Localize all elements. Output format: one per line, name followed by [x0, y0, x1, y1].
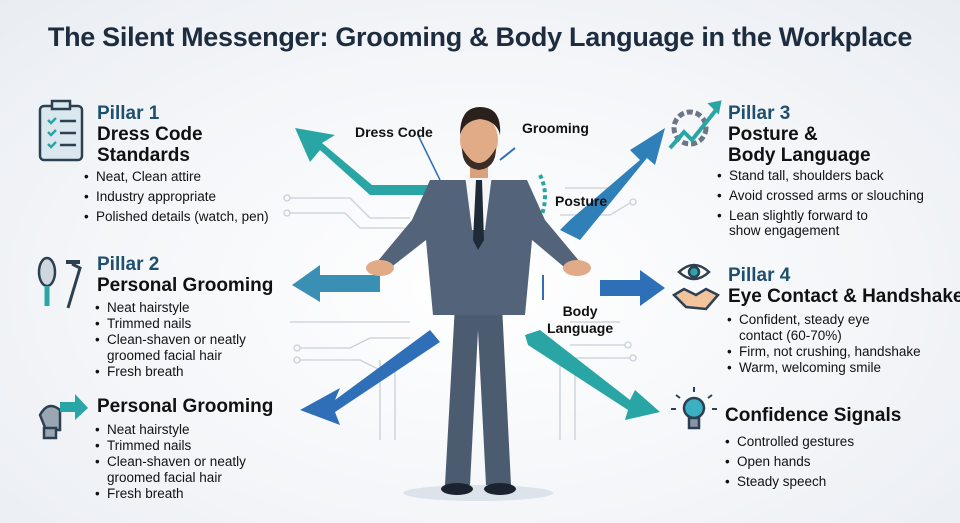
label-body-language: Body Language — [547, 303, 613, 337]
pillar-label: Pillar 4 — [728, 265, 791, 286]
bullet: Firm, not crushing, handshake — [727, 344, 947, 360]
label-posture: Posture — [555, 193, 608, 209]
lightbulb-icon — [671, 387, 717, 430]
bullet: Stand tall, shoulders back — [717, 168, 947, 184]
businessman-figure — [366, 107, 591, 501]
confidence-signals-bullets: Controlled gestures Open hands Steady sp… — [725, 434, 854, 494]
pillar-heading: Dress Code — [97, 124, 203, 145]
pillar-2-bullets: Neat hairstyle Trimmed nails Clean-shave… — [95, 300, 275, 380]
pillar-heading: Body Language — [728, 145, 871, 166]
gear-growth-icon — [668, 100, 722, 150]
bullet: Lean slightly forward to show engagement — [717, 208, 887, 238]
label-grooming: Grooming — [522, 120, 589, 136]
pillar-1-bullets: Neat, Clean attire Industry appropriate … — [84, 169, 269, 229]
pillar-heading: Eye Contact & Handshake — [728, 286, 960, 307]
bullet: Trimmed nails — [95, 438, 275, 454]
personal-grooming-bullets: Neat hairstyle Trimmed nails Clean-shave… — [95, 422, 275, 502]
pillar-3: Pillar 3 Posture & Body Language — [728, 103, 871, 167]
bullet: Neat hairstyle — [95, 300, 275, 316]
bullet: Clean-shaven or neatly groomed facial ha… — [95, 332, 275, 364]
eye-handshake-icon — [671, 263, 720, 311]
pillar-1: Pillar 1 Dress Code Standards — [97, 103, 203, 167]
arrow-dress-code — [295, 128, 430, 195]
arrow-posture — [560, 128, 665, 240]
label-line: Body — [562, 303, 598, 319]
bullet: Fresh breath — [95, 364, 275, 380]
pillar-2: Pillar 2 Personal Grooming — [97, 254, 274, 297]
arrow-grooming-left — [292, 265, 380, 302]
bullet: Industry appropriate — [84, 189, 269, 205]
pillar-label: Pillar 2 — [97, 254, 160, 275]
label-dress-code: Dress Code — [355, 124, 433, 140]
bullet: Open hands — [725, 454, 854, 470]
bullet: Steady speech — [725, 474, 854, 490]
bullet: Clean-shaven or neatly groomed facial ha… — [95, 454, 275, 486]
hair-arrow-icon — [38, 394, 88, 440]
bullet: Neat, Clean attire — [84, 169, 269, 185]
pillar-label: Pillar 1 — [97, 103, 160, 124]
bullet: Polished details (watch, pen) — [84, 209, 269, 225]
bullet: Neat hairstyle — [95, 422, 275, 438]
bullet: Confident, steady eye contact (60-70%) — [727, 312, 887, 344]
arrow-third-left — [300, 330, 440, 425]
confidence-signals-heading: Confidence Signals — [725, 405, 902, 426]
clipboard-checklist-icon — [38, 99, 84, 162]
pillar-heading: Standards — [97, 145, 190, 166]
arrow-eye-contact — [600, 270, 665, 306]
bullet: Trimmed nails — [95, 316, 275, 332]
grooming-pointer — [499, 147, 516, 161]
pillar-heading: Posture & — [728, 124, 818, 145]
personal-grooming-heading: Personal Grooming — [97, 396, 274, 417]
page-title: The Silent Messenger: Grooming & Body La… — [47, 22, 913, 52]
pillar-4-bullets: Confident, steady eye contact (60-70%) F… — [727, 312, 947, 376]
arrow-confidence — [525, 330, 660, 420]
pillar-label: Pillar 3 — [728, 103, 791, 124]
arrows — [292, 128, 665, 425]
bullet: Avoid crossed arms or slouching — [717, 188, 947, 204]
label-line: Language — [547, 320, 614, 336]
pillar-3-bullets: Stand tall, shoulders back Avoid crossed… — [717, 168, 947, 242]
bullet: Fresh breath — [95, 486, 275, 502]
bullet: Controlled gestures — [725, 434, 854, 450]
brush-razor-icon — [37, 256, 82, 309]
pillar-4: Pillar 4 Eye Contact & Handshake — [728, 265, 960, 308]
bullet: Warm, welcoming smile — [727, 360, 947, 376]
pillar-heading: Personal Grooming — [97, 275, 274, 296]
icons — [37, 99, 722, 440]
